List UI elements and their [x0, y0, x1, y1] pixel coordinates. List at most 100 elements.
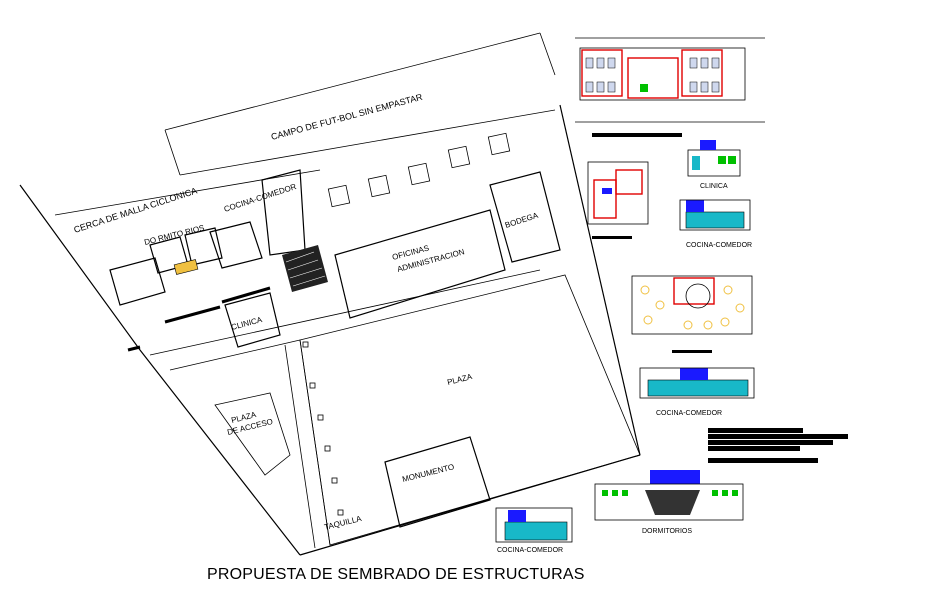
pavilion: [447, 145, 471, 169]
field-line-left: [164, 129, 181, 176]
bodega-label: BODEGA: [504, 211, 540, 230]
post: [302, 341, 309, 348]
red-wall-zone: [681, 49, 723, 97]
legend-bar: [708, 440, 833, 445]
blue-roof: [700, 140, 716, 150]
dormitorios-block: [109, 221, 263, 306]
elevation-windows: [602, 490, 738, 496]
walkway-segment: [164, 305, 221, 324]
blue-roof: [650, 470, 700, 484]
elevation-outline: [639, 367, 755, 399]
window: [692, 156, 700, 170]
plaza-acceso-area: [214, 392, 291, 476]
blue-roof: [686, 200, 704, 212]
entrance-canopy: [645, 490, 700, 515]
clinica-elevation-label: CLINICA: [700, 183, 728, 190]
dormitorios-elevation: DORMITORIOS: [594, 470, 744, 535]
field-line-top: [164, 32, 541, 131]
walkway-segment: [221, 286, 271, 304]
legend-bar: [708, 446, 800, 451]
legend-bar: [708, 458, 818, 463]
bed-modules: [585, 57, 720, 93]
legend-block: [708, 428, 848, 463]
legend-bar: [708, 434, 848, 439]
taquilla-posts: [302, 341, 344, 516]
elevation-outline: [495, 507, 573, 543]
sheet-title: PROPUESTA DE SEMBRADO DE ESTRUCTURAS: [207, 566, 585, 583]
campo-label: CAMPO DE FUT-BOL SIN EMPASTAR: [270, 92, 424, 142]
property-boundary-west: [19, 184, 301, 556]
cocina-elevation-3: COCINA-COMEDOR: [495, 507, 573, 554]
cocina-elevation-1: COCINA-COMEDOR: [679, 199, 752, 249]
blue-fixture: [602, 188, 612, 194]
blue-roof: [508, 510, 526, 522]
dormitorio-wing: [184, 227, 223, 266]
red-wall-zone: [581, 49, 623, 97]
taquilla-corridor: [284, 344, 316, 549]
plan-title-bar: [672, 350, 712, 353]
dormitorio-core: [173, 259, 199, 275]
plan-title-bar: [592, 236, 632, 239]
property-boundary-east: [559, 104, 641, 456]
window: [728, 156, 736, 164]
plaza-area: [299, 274, 641, 546]
dormitorios-elevation-label: DORMITORIOS: [642, 528, 692, 535]
clinica-block: [224, 292, 281, 348]
plan-outline: [579, 47, 746, 101]
pavilion: [367, 174, 391, 198]
elevation-outline: [594, 483, 744, 521]
red-wall-zone: [615, 169, 643, 195]
taquilla-label: TAQUILLA: [323, 514, 363, 532]
plaza-label: PLAZA: [446, 372, 473, 387]
pavilion: [487, 132, 511, 156]
legend-bar: [708, 428, 803, 433]
cocina-elevation-2: COCINA-COMEDOR: [639, 367, 755, 417]
clinica-label: CLINICA: [230, 315, 263, 332]
plan-title-bar: [592, 133, 682, 137]
blue-roof: [680, 368, 708, 380]
pavilion: [327, 184, 351, 208]
cocina-hatched-area: [282, 245, 328, 292]
walkway-lower: [169, 339, 301, 371]
hatch-lines: [285, 251, 326, 287]
clinica-elevation: CLINICA: [687, 140, 741, 190]
plan-outline: [631, 275, 753, 335]
site-plan: CAMPO DE FUT-BOL SIN EMPASTAR CERCA DE M…: [19, 32, 641, 556]
red-wall-zone: [593, 179, 617, 219]
taquilla-corridor: [299, 339, 331, 546]
elevation-outline: [679, 199, 751, 231]
post: [324, 445, 331, 452]
dormitorios-label: DO RMITO RIOS: [143, 223, 205, 247]
cocina-comedor-label: COCINA-COMEDOR: [223, 182, 298, 214]
cerca-label: CERCA DE MALLA CICLONICA: [73, 186, 199, 235]
pavilion: [407, 162, 431, 186]
fence-line: [54, 169, 321, 216]
red-wall-zone: [627, 57, 679, 99]
elevation-band: [647, 379, 749, 397]
dormitorio-wing: [209, 221, 263, 269]
cocina-floor-plan: [631, 275, 753, 353]
window: [718, 156, 726, 164]
oficinas-block: [334, 209, 506, 319]
cocina-elevation-2-label: COCINA-COMEDOR: [656, 410, 722, 417]
bodega-block: [489, 171, 561, 263]
post: [331, 477, 338, 484]
red-wall-zone: [673, 277, 715, 305]
dormitorios-floor-plan: [575, 37, 765, 137]
field-line-bottom: [179, 109, 556, 176]
gate-mark: [127, 345, 141, 352]
table-markers: [640, 285, 745, 330]
plan-outline: [587, 161, 649, 225]
elevation-band: [504, 521, 568, 541]
post: [317, 414, 324, 421]
dormitorio-wing: [109, 257, 166, 306]
round-counter: [685, 283, 711, 309]
cocina-elevation-3-label: COCINA-COMEDOR: [497, 547, 563, 554]
clinica-floor-plan: [587, 161, 649, 239]
field-line-corner: [539, 32, 556, 76]
monumento-label: MONUMENTO: [401, 462, 455, 484]
post: [309, 382, 316, 389]
post: [337, 509, 344, 516]
elevation-band: [685, 211, 745, 229]
